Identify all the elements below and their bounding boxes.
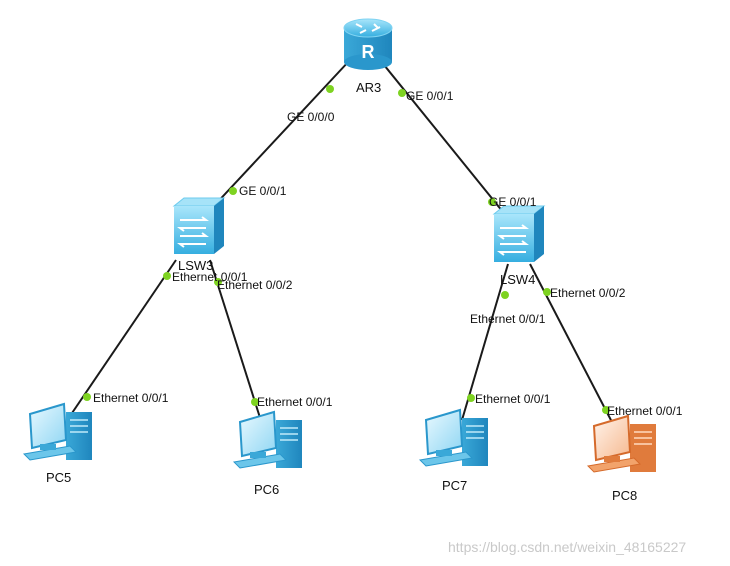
pc-pc5[interactable]: PC5 <box>22 402 92 485</box>
device-label: LSW3 <box>178 258 213 273</box>
link-lsw4-pc7[interactable] <box>461 263 509 421</box>
port-dot <box>501 291 509 299</box>
link-ar3-lsw3[interactable] <box>211 59 351 209</box>
pc-icon <box>586 414 656 473</box>
device-label: LSW4 <box>500 272 535 287</box>
port-dot <box>251 398 259 406</box>
port-label: Ethernet 0/0/2 <box>217 278 293 292</box>
port-label: GE 0/0/1 <box>406 89 454 103</box>
port-label: Ethernet 0/0/1 <box>172 270 248 284</box>
link-lsw3-pc6[interactable] <box>209 259 263 425</box>
pc-pc7[interactable]: PC7 <box>418 408 488 493</box>
port-dot <box>467 394 475 402</box>
device-label: AR3 <box>356 80 381 95</box>
port-label: Ethernet 0/0/1 <box>93 391 169 405</box>
port-dot <box>488 198 496 206</box>
router-icon: R <box>343 18 393 70</box>
port-dot <box>83 393 91 401</box>
switch-icon <box>172 197 226 254</box>
pc-icon <box>418 408 488 467</box>
port-label: Ethernet 0/0/1 <box>475 392 551 406</box>
pc-pc6[interactable]: PC6 <box>232 410 302 497</box>
port-dot <box>543 288 551 296</box>
port-label: Ethernet 0/0/1 <box>607 404 683 418</box>
port-dot <box>326 85 334 93</box>
port-dot <box>163 272 171 280</box>
device-label: PC7 <box>442 478 467 493</box>
port-label: Ethernet 0/0/1 <box>257 395 333 409</box>
svg-text:R: R <box>362 42 375 62</box>
device-label: PC6 <box>254 482 279 497</box>
link-lsw3-pc5[interactable] <box>69 259 177 417</box>
port-dot <box>229 187 237 195</box>
port-dots <box>83 85 610 414</box>
port-label: GE 0/0/0 <box>287 110 335 124</box>
switch-lsw4[interactable]: LSW4 <box>492 205 546 287</box>
port-label: Ethernet 0/0/2 <box>550 286 626 300</box>
pc-icon <box>232 410 302 469</box>
port-label: GE 0/0/1 <box>489 195 537 209</box>
device-label: PC5 <box>46 470 71 485</box>
switch-lsw3[interactable]: LSW3 <box>172 197 226 273</box>
pc-icon <box>22 402 92 461</box>
port-dot <box>398 89 406 97</box>
port-dot <box>602 406 610 414</box>
device-label: PC8 <box>612 488 637 503</box>
watermark: https://blog.csdn.net/weixin_48165227 <box>448 539 686 555</box>
port-dot <box>214 278 222 286</box>
link-ar3-lsw4[interactable] <box>379 59 504 213</box>
port-labels: GE 0/0/0 GE 0/0/1 GE 0/0/1 GE 0/0/1 Ethe… <box>93 89 683 418</box>
pc-pc8[interactable]: PC8 <box>586 414 656 503</box>
port-label: Ethernet 0/0/1 <box>470 312 546 326</box>
port-label: GE 0/0/1 <box>239 184 287 198</box>
switch-icon <box>492 205 546 262</box>
router-ar3[interactable]: R AR3 <box>343 18 393 95</box>
